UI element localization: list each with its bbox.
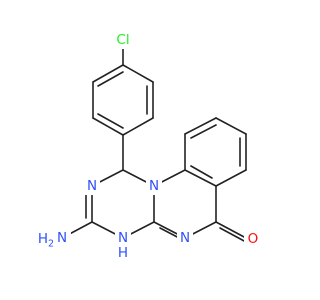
bond-benzo-5-inner	[190, 124, 217, 139]
oxygen-label: O	[248, 231, 259, 247]
hydrogen-label: H	[118, 245, 128, 261]
bond-carbonyl-o-inner	[219, 227, 247, 243]
bond-phenyl-6-inner	[97, 71, 124, 87]
atom-labels: Cl N N N N H H 2 N O	[35, 31, 261, 261]
bond-phenyl-4	[92, 117, 124, 136]
nitrogen-label: N	[57, 230, 67, 246]
ring-nh-group: N H	[115, 229, 131, 261]
fused-nitrogen: N	[146, 177, 162, 195]
bond-benzo-1-inner	[190, 165, 213, 179]
nitrogen-label: N	[149, 178, 159, 194]
hydrogen-label: H	[38, 231, 48, 247]
triazine-upper-nitrogen: N	[84, 177, 100, 195]
nitrogen-label: N	[180, 230, 190, 246]
amine-subscript: 2	[48, 239, 54, 250]
carbonyl-oxygen: O	[244, 229, 261, 247]
chlorine-label: Cl	[116, 32, 129, 48]
bond-benzo-1	[184, 169, 217, 187]
bond-phenyl-3	[122, 117, 154, 136]
bond-phenyl-1	[122, 64, 154, 83]
bonds	[61, 47, 247, 243]
bond-benzo-2	[215, 169, 247, 187]
quinazoline-nitrogen: N	[177, 229, 193, 247]
amine-group: H 2 N	[35, 229, 71, 250]
bond-phenyl-4-inner	[97, 113, 124, 129]
molecular-structure: Cl N N N N H H 2 N O	[35, 31, 261, 261]
bond-benzo-5	[184, 117, 217, 135]
bond-benzo-4	[215, 117, 247, 135]
chlorine-atom: Cl	[113, 31, 135, 49]
bond-carbonyl-o	[215, 221, 247, 239]
nitrogen-label: N	[87, 178, 97, 194]
nitrogen-label: N	[118, 230, 128, 246]
bond-phenyl-6	[92, 64, 124, 83]
